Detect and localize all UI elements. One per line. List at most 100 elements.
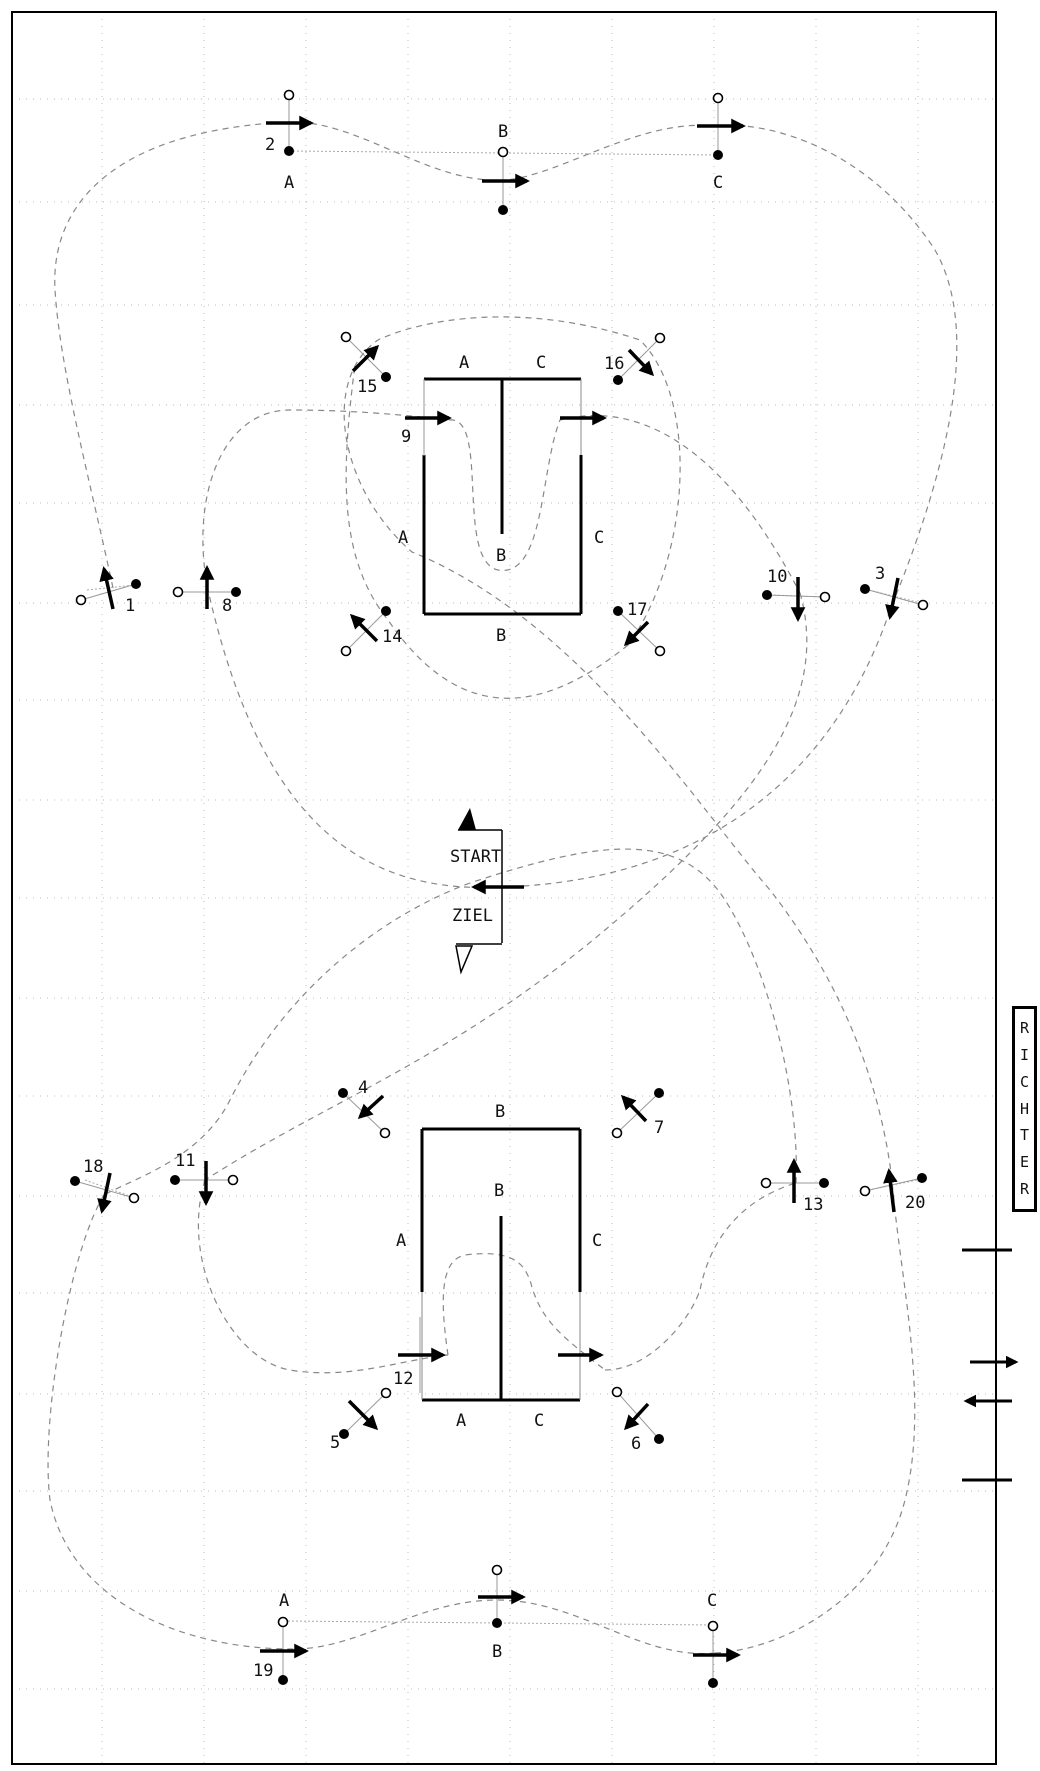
white-flag-pole-icon [611, 1127, 623, 1139]
start-label: START [450, 847, 501, 867]
black-flag-pole-icon [613, 375, 623, 385]
obstacle-6: 6 [611, 1386, 664, 1454]
obstacle-9: 9 [401, 380, 452, 456]
white-flag-pole-icon [819, 591, 831, 603]
black-flag-pole-icon [492, 1618, 502, 1628]
direction-arrow-icon [627, 348, 655, 377]
white-flag-pole-icon [75, 594, 87, 606]
black-flag-pole-icon [70, 1176, 80, 1186]
black-flag-pole-icon [819, 1178, 829, 1188]
obstacle-2: 2 [265, 89, 314, 156]
judge-letter: I [1019, 1045, 1030, 1064]
obstacle-top-triple-b [482, 146, 530, 215]
black-flag-pole-icon [284, 146, 294, 156]
obstacle-number: 16 [604, 354, 624, 374]
obstacle-number: 4 [358, 1078, 368, 1098]
lower-box-letter-bottom-right: C [534, 1411, 544, 1431]
obstacle-number: 20 [905, 1193, 925, 1213]
lower-box-obstacle [420, 1127, 582, 1402]
obstacle-number: 5 [330, 1433, 340, 1453]
white-flag-pole-icon [379, 1127, 391, 1139]
judge-letter: R [1019, 1180, 1030, 1199]
lower-box-letter-left: A [396, 1231, 406, 1251]
obstacle-bar [864, 1177, 923, 1192]
upper-box-letter-left: A [398, 528, 408, 548]
finish-flag-icon [455, 945, 474, 975]
arena-entrance [962, 1248, 1019, 1482]
obstacle-bottom-triple-c [693, 1620, 741, 1688]
white-flag-pole-icon [712, 92, 724, 104]
black-flag-pole-icon [381, 606, 391, 616]
black-flag-pole-icon [654, 1434, 664, 1444]
upper-box-letter-bottom: B [496, 626, 506, 646]
lower-box-letter-top: B [495, 1102, 505, 1122]
obstacle-14: 14 [340, 606, 402, 657]
white-flag-pole-icon [707, 1620, 719, 1632]
obstacle-number: 10 [767, 567, 787, 587]
obstacle-12: 12 [393, 1317, 446, 1393]
black-flag-pole-icon [231, 587, 241, 597]
upper-box-letter-inner: B [496, 546, 506, 566]
black-flag-pole-icon [131, 579, 141, 589]
judge-letter: T [1019, 1126, 1030, 1145]
obstacle-11: 11 [170, 1151, 239, 1206]
bottom-triple-letter-a: A [279, 1591, 289, 1611]
obstacle-8: 8 [172, 565, 241, 616]
lower-box-letter-right: C [592, 1231, 602, 1251]
judge-letter: H [1019, 1099, 1030, 1118]
upper-box-letter-top-right: C [536, 353, 546, 373]
obstacle-bar [766, 594, 826, 598]
white-flag-pole-icon [227, 1174, 239, 1186]
white-flag-pole-icon [283, 89, 295, 101]
obstacle-number: 17 [627, 600, 647, 620]
obstacle-5: 5 [330, 1387, 392, 1453]
white-flag-pole-icon [128, 1192, 140, 1204]
black-flag-pole-icon [917, 1173, 927, 1183]
black-flag-pole-icon [713, 150, 723, 160]
obstacle-number: 18 [83, 1157, 103, 1177]
black-flag-pole-icon [278, 1675, 288, 1685]
obstacle-10: 10 [762, 567, 831, 622]
arena-border [11, 11, 997, 1765]
obstacle-top-triple-c [697, 92, 746, 160]
obstacle-19: 19 [253, 1616, 309, 1685]
white-flag-pole-icon [654, 645, 666, 657]
direction-arrow-icon [99, 566, 115, 610]
white-flag-pole-icon [340, 331, 352, 343]
judge-letter: E [1019, 1153, 1030, 1172]
white-flag-pole-icon [917, 599, 929, 611]
black-flag-pole-icon [170, 1175, 180, 1185]
obstacle-1: 1 [75, 566, 141, 616]
direction-arrow-icon [620, 1094, 648, 1123]
white-flag-pole-icon [340, 645, 352, 657]
direction-arrow-icon [357, 1094, 385, 1119]
direction-arrow-icon [349, 613, 379, 643]
obstacle-17: 17 [613, 600, 666, 657]
white-flag-pole-icon [760, 1177, 772, 1189]
upper-box-letter-top-left: A [459, 353, 469, 373]
obstacle-bottom-triple-b [478, 1564, 526, 1628]
direction-arrow-icon [624, 1402, 650, 1431]
obstacle-number: 7 [654, 1118, 664, 1138]
obstacle-number: 13 [803, 1195, 823, 1215]
finish-label: ZIEL [452, 906, 493, 926]
white-flag-pole-icon [491, 1564, 503, 1576]
black-flag-pole-icon [498, 205, 508, 215]
bottom-triple-letter-b: B [492, 1642, 502, 1662]
combination-letters: A B C A B C A C A C B B B B A C A C [279, 122, 723, 1662]
top-triple-letter-c: C [713, 173, 723, 193]
white-flag-pole-icon [497, 146, 509, 158]
obstacle-20: 20 [859, 1168, 927, 1213]
obstacle-number: 2 [265, 135, 275, 155]
obstacle-number: 6 [631, 1434, 641, 1454]
obstacle-3: 3 [860, 564, 929, 620]
start-finish-line: START ZIEL [450, 808, 524, 975]
obstacle-4: 4 [338, 1078, 391, 1139]
black-flag-pole-icon [339, 1429, 349, 1439]
obstacle-number: 12 [393, 1369, 413, 1389]
judge-letter: R [1019, 1018, 1030, 1037]
direction-arrow-icon [885, 577, 900, 620]
white-flag-pole-icon [277, 1616, 289, 1628]
